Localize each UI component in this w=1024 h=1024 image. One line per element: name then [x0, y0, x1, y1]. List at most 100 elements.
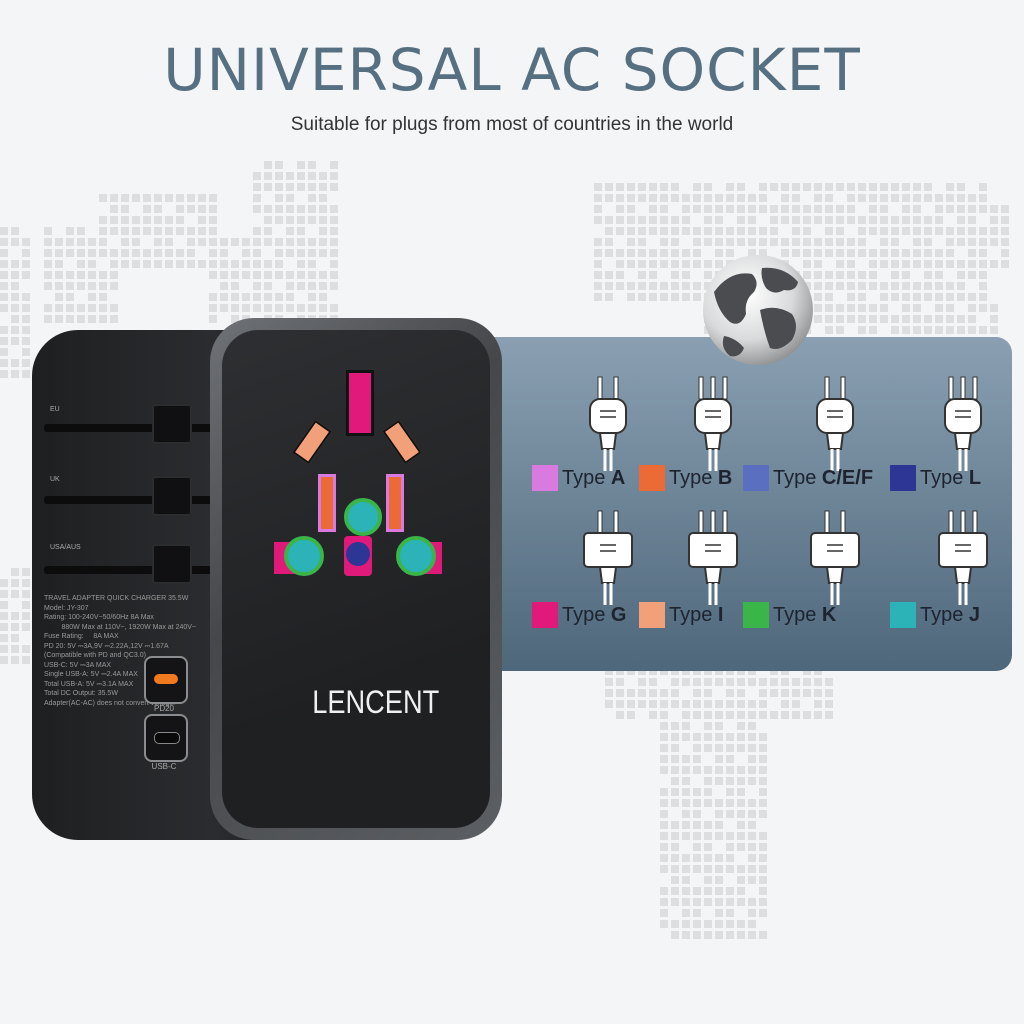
map-dot: [715, 238, 723, 246]
map-dot: [55, 304, 63, 312]
map-dot: [264, 172, 272, 180]
map-dot: [110, 315, 118, 323]
plug-type-cef-icon: [816, 376, 854, 471]
map-dot: [660, 183, 668, 191]
map-dot: [748, 898, 756, 906]
map-dot: [693, 711, 701, 719]
map-dot: [330, 205, 338, 213]
map-dot: [891, 249, 899, 257]
map-dot: [319, 304, 327, 312]
map-dot: [671, 865, 679, 873]
map-dot: [968, 238, 976, 246]
map-dot: [649, 205, 657, 213]
map-dot: [0, 304, 8, 312]
map-dot: [0, 634, 8, 642]
map-dot: [88, 271, 96, 279]
eu-prong-slider[interactable]: [152, 404, 192, 444]
usa-aus-prong-slider[interactable]: [152, 544, 192, 584]
map-dot: [275, 183, 283, 191]
map-dot: [66, 238, 74, 246]
map-dot: [165, 227, 173, 235]
map-dot: [682, 216, 690, 224]
map-dot: [748, 766, 756, 774]
map-dot: [638, 216, 646, 224]
map-dot: [902, 194, 910, 202]
map-dot: [748, 931, 756, 939]
map-dot: [693, 293, 701, 301]
map-dot: [627, 700, 635, 708]
map-dot: [638, 238, 646, 246]
map-dot: [660, 854, 668, 862]
map-dot: [693, 766, 701, 774]
map-dot: [110, 205, 118, 213]
map-dot: [693, 755, 701, 763]
map-dot: [682, 227, 690, 235]
map-dot: [209, 205, 217, 213]
map-dot: [649, 667, 657, 675]
map-dot: [726, 711, 734, 719]
map-dot: [649, 282, 657, 290]
map-dot: [649, 249, 657, 257]
map-dot: [935, 216, 943, 224]
map-dot: [957, 194, 965, 202]
map-dot: [737, 766, 745, 774]
map-dot: [957, 260, 965, 268]
map-dot: [66, 249, 74, 257]
map-dot: [1001, 205, 1009, 213]
map-dot: [737, 733, 745, 741]
map-dot: [0, 271, 8, 279]
map-dot: [715, 810, 723, 818]
map-dot: [737, 788, 745, 796]
map-dot: [22, 260, 30, 268]
map-dot: [594, 216, 602, 224]
map-dot: [638, 227, 646, 235]
map-dot: [143, 249, 151, 257]
map-dot: [627, 282, 635, 290]
map-dot: [836, 326, 844, 334]
map-dot: [682, 799, 690, 807]
map-dot: [759, 832, 767, 840]
map-dot: [143, 227, 151, 235]
map-dot: [319, 293, 327, 301]
map-dot: [594, 238, 602, 246]
map-dot: [165, 216, 173, 224]
map-dot: [682, 733, 690, 741]
legend-label-prefix: Type: [669, 603, 718, 626]
map-dot: [682, 722, 690, 730]
slot-label-eu: EU: [50, 406, 60, 413]
map-dot: [616, 205, 624, 213]
map-dot: [726, 205, 734, 213]
uk-prong-slider[interactable]: [152, 476, 192, 516]
map-dot: [198, 238, 206, 246]
map-dot: [209, 315, 217, 323]
map-dot: [891, 183, 899, 191]
map-dot: [836, 216, 844, 224]
map-dot: [297, 282, 305, 290]
map-dot: [605, 249, 613, 257]
map-dot: [759, 931, 767, 939]
map-dot: [11, 304, 19, 312]
map-dot: [935, 326, 943, 334]
map-dot: [891, 238, 899, 246]
map-dot: [946, 315, 954, 323]
map-dot: [715, 832, 723, 840]
map-dot: [682, 832, 690, 840]
map-dot: [308, 216, 316, 224]
map-dot: [11, 315, 19, 323]
map-dot: [715, 227, 723, 235]
pd20-port[interactable]: [144, 656, 188, 704]
map-dot: [660, 788, 668, 796]
map-dot: [209, 238, 217, 246]
map-dot: [737, 700, 745, 708]
legend-label-code: L: [968, 466, 982, 489]
page-title: UNIVERSAL AC SOCKET: [163, 36, 861, 104]
map-dot: [704, 183, 712, 191]
usb-c-port[interactable]: [144, 714, 188, 762]
map-dot: [627, 249, 635, 257]
map-dot: [242, 304, 250, 312]
map-dot: [187, 205, 195, 213]
map-dot: [979, 260, 987, 268]
map-dot: [649, 711, 657, 719]
map-dot: [308, 172, 316, 180]
